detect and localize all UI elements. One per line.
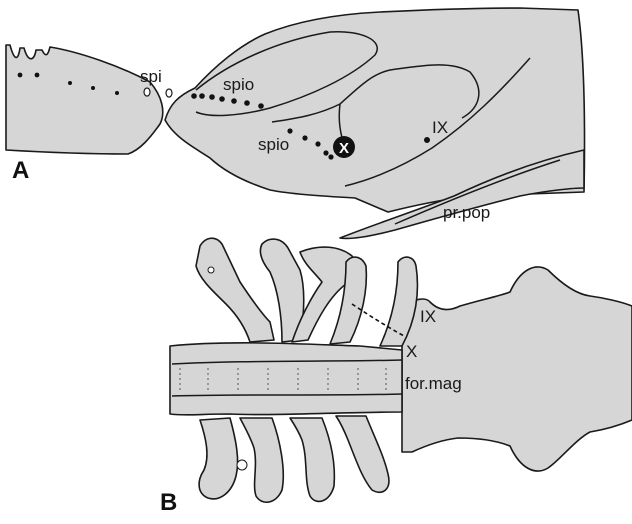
spio-dot	[199, 93, 205, 99]
anterior-dot	[91, 86, 95, 90]
vertebral-column	[170, 343, 402, 415]
anterior-dot	[35, 73, 40, 78]
spio-dot	[302, 135, 307, 140]
spio-dot	[209, 94, 215, 100]
spio-upper-label: spio	[223, 75, 254, 94]
panel-b-label: B	[160, 489, 177, 516]
spio-dot	[191, 93, 197, 99]
nerve-x-label: X	[339, 140, 349, 157]
spio-dot	[315, 141, 320, 146]
spio-dot	[219, 96, 225, 102]
anterior-dot	[68, 81, 72, 85]
ix-label: IX	[432, 118, 448, 137]
haemal-arch	[199, 418, 238, 499]
skull	[402, 267, 632, 471]
haemal-arch	[290, 418, 334, 501]
anterior-trunk-segment	[6, 45, 163, 154]
anterior-dot	[115, 91, 119, 95]
arch-foramen	[237, 460, 247, 470]
spio-lower-label: spio	[258, 135, 289, 154]
anterior-dot	[18, 73, 23, 78]
spi-label: spi	[140, 67, 162, 86]
spio-dot	[231, 98, 237, 104]
x-label-b: X	[406, 342, 417, 361]
spio-dot	[244, 100, 250, 106]
spiracle-opening	[144, 88, 150, 96]
panel-b: IX X for.mag B	[160, 238, 632, 516]
spio-dot	[328, 154, 333, 159]
spiracle-opening	[166, 89, 172, 97]
panel-a: X spi spio spio IX pr.pop A	[6, 8, 584, 239]
spio-dot	[323, 150, 328, 155]
haemal-arch	[240, 418, 283, 502]
arch-foramen	[208, 267, 214, 273]
spio-dot	[258, 103, 264, 109]
ix-label-b: IX	[420, 307, 436, 326]
haemal-arch	[336, 416, 389, 492]
for-mag-label: for.mag	[405, 374, 462, 393]
spio-dot	[287, 128, 292, 133]
panel-a-label: A	[12, 157, 29, 184]
pr-pop-label: pr.pop	[443, 203, 490, 222]
nerve-ix-foramen	[424, 137, 430, 143]
